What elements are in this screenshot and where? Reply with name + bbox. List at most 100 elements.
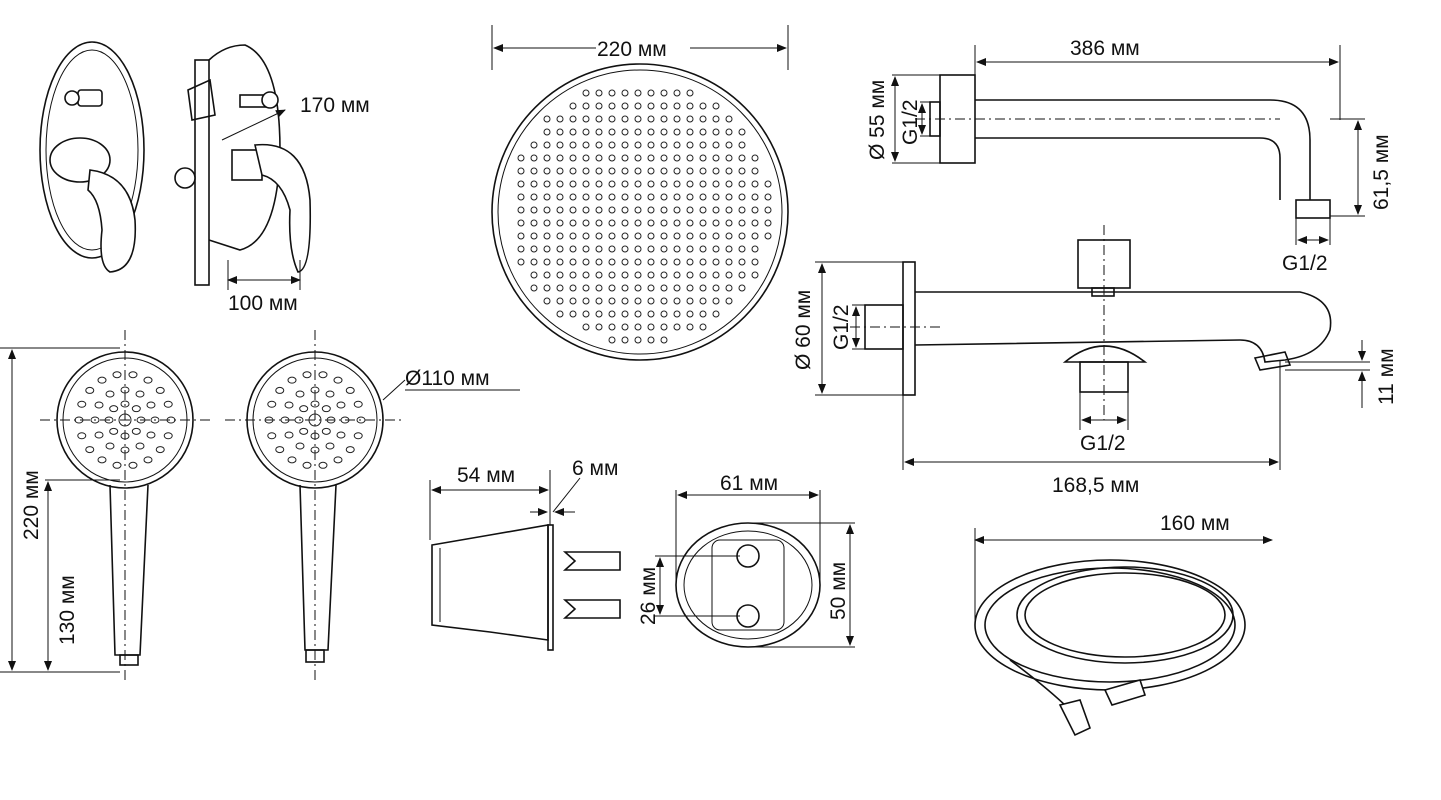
nozzle-dot xyxy=(530,271,538,279)
nozzle-dot xyxy=(660,232,668,240)
nozzle-dot xyxy=(517,232,525,240)
nozzle-dot xyxy=(595,258,603,266)
nozzle-dot xyxy=(608,102,616,110)
nozzle-dot xyxy=(556,245,564,253)
nozzle-dot xyxy=(299,427,309,435)
nozzle-dot xyxy=(582,284,590,292)
nozzle-dot xyxy=(155,446,165,454)
nozzle-dot xyxy=(647,141,655,149)
nozzle-dot xyxy=(155,386,165,394)
hand-shower-handle-label: 130 мм xyxy=(56,575,79,645)
nozzle-dot xyxy=(634,206,642,214)
nozzle-dot xyxy=(647,154,655,162)
nozzle-dot xyxy=(569,219,577,227)
nozzle-dot xyxy=(660,102,668,110)
nozzle-dot xyxy=(621,271,629,279)
nozzle-dot xyxy=(595,245,603,253)
nozzle-dot xyxy=(109,427,119,435)
nozzle-dot xyxy=(647,310,655,318)
nozzle-dot xyxy=(595,180,603,188)
nozzle-dot xyxy=(530,154,538,162)
nozzle-dot xyxy=(325,442,335,450)
nozzle-dot xyxy=(647,297,655,305)
nozzle-dot xyxy=(647,323,655,331)
nozzle-dot xyxy=(712,297,720,305)
nozzle-dot xyxy=(621,180,629,188)
nozzle-dot xyxy=(673,167,681,175)
nozzle-dot xyxy=(699,141,707,149)
nozzle-dot xyxy=(94,431,104,439)
nozzle-dot xyxy=(595,232,603,240)
hand-shower-front xyxy=(40,330,210,680)
nozzle-dot xyxy=(356,416,366,424)
nozzle-dot xyxy=(118,413,132,427)
nozzle-dot xyxy=(673,154,681,162)
nozzle-dot xyxy=(621,323,629,331)
nozzle-dot xyxy=(725,232,733,240)
nozzle-dot xyxy=(647,245,655,253)
nozzle-dot xyxy=(310,446,320,454)
bath-spout xyxy=(815,225,1370,470)
nozzle-dot xyxy=(738,141,746,149)
spout-thread-bottom-label: G1/2 xyxy=(1080,432,1126,455)
nozzle-dot xyxy=(621,102,629,110)
nozzle-dot xyxy=(517,180,525,188)
nozzle-dot xyxy=(738,154,746,162)
nozzle-dot xyxy=(647,115,655,123)
nozzle-dot xyxy=(673,219,681,227)
nozzle-dot xyxy=(686,128,694,136)
nozzle-dot xyxy=(582,323,590,331)
nozzle-dot xyxy=(336,431,346,439)
nozzle-dot xyxy=(90,416,100,424)
nozzle-dot xyxy=(321,405,331,413)
nozzle-dot xyxy=(112,461,122,469)
nozzle-dot xyxy=(673,102,681,110)
nozzle-dot xyxy=(673,115,681,123)
nozzle-dot xyxy=(634,245,642,253)
nozzle-dot xyxy=(621,89,629,97)
nozzle-dot xyxy=(673,245,681,253)
nozzle-dot xyxy=(621,310,629,318)
rain-shower-head xyxy=(491,63,789,361)
nozzle-dot xyxy=(543,284,551,292)
nozzle-dot xyxy=(582,89,590,97)
spout-flange-diameter-label: Ø 60 мм xyxy=(792,290,815,370)
nozzle-dot xyxy=(764,232,772,240)
nozzle-dot xyxy=(556,232,564,240)
nozzle-dot xyxy=(686,89,694,97)
nozzle-dot xyxy=(634,336,642,344)
nozzle-dot xyxy=(77,432,87,440)
nozzle-dot xyxy=(647,271,655,279)
nozzle-dot xyxy=(647,128,655,136)
nozzle-dot xyxy=(686,219,694,227)
nozzle-dot xyxy=(543,271,551,279)
nozzle-dot xyxy=(530,258,538,266)
nozzle-dot xyxy=(595,141,603,149)
nozzle-dot xyxy=(686,206,694,214)
nozzle-dot xyxy=(595,219,603,227)
nozzle-dot xyxy=(621,284,629,292)
nozzle-dot xyxy=(517,206,525,214)
nozzle-dot xyxy=(725,271,733,279)
nozzle-dot xyxy=(686,167,694,175)
nozzle-dot xyxy=(595,271,603,279)
nozzle-dot xyxy=(543,232,551,240)
spout-thread-wall-label: G1/2 xyxy=(830,304,853,350)
nozzle-dot xyxy=(764,193,772,201)
nozzle-dot xyxy=(608,336,616,344)
nozzle-dot xyxy=(621,297,629,305)
nozzle-dot xyxy=(569,180,577,188)
nozzle-dot xyxy=(738,219,746,227)
nozzle-dot xyxy=(621,128,629,136)
nozzle-dot xyxy=(686,102,694,110)
nozzle-dot xyxy=(321,427,331,435)
arm-length-label: 386 мм xyxy=(1070,37,1140,60)
nozzle-dot xyxy=(582,102,590,110)
nozzle-dot xyxy=(556,128,564,136)
nozzle-dot xyxy=(647,180,655,188)
nozzle-dot xyxy=(556,115,564,123)
nozzle-dot xyxy=(634,284,642,292)
nozzle-dot xyxy=(738,271,746,279)
nozzle-dot xyxy=(267,400,277,408)
nozzle-dot xyxy=(608,284,616,292)
